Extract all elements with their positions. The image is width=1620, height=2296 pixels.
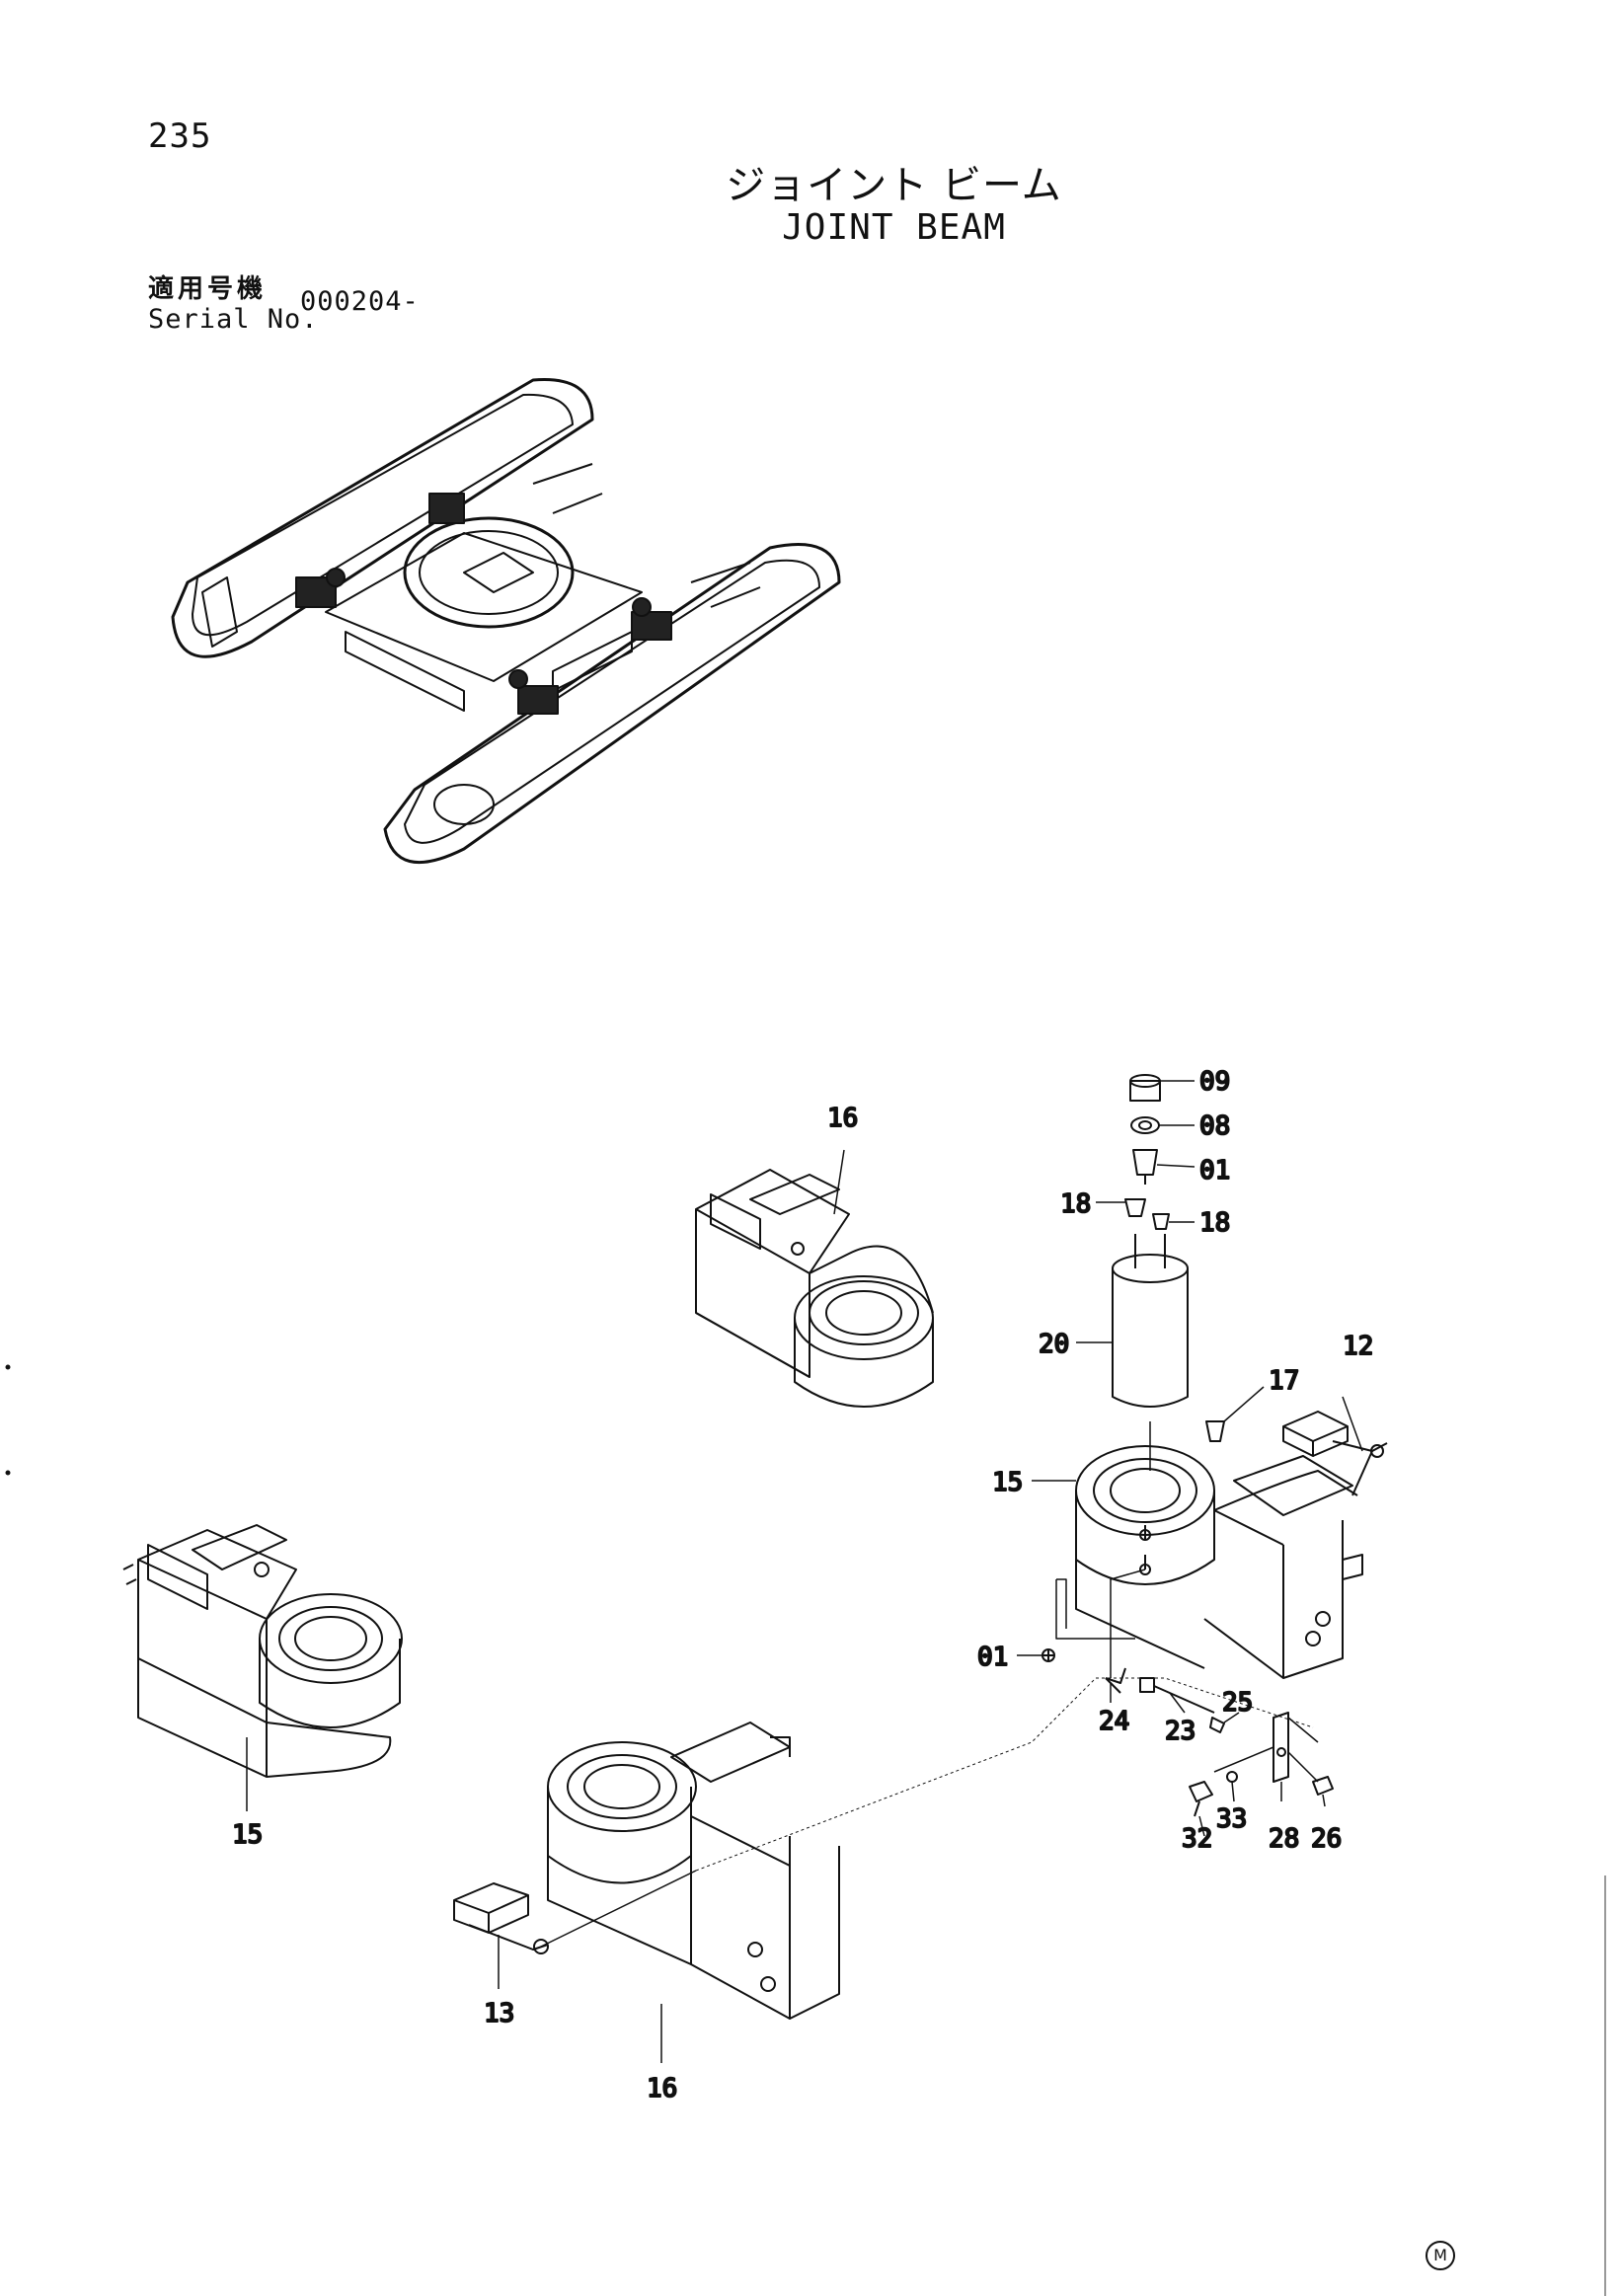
bracket-and-bolts bbox=[1189, 1712, 1334, 1817]
callout-01-top: 01 bbox=[1199, 1156, 1230, 1186]
callout-01-left: 01 bbox=[977, 1643, 1008, 1672]
joint-beam-16-upper bbox=[695, 1169, 934, 1408]
scan-edge-line bbox=[1604, 1875, 1606, 2296]
fittings-top bbox=[1124, 1074, 1225, 1442]
center-joint-20 bbox=[1112, 1234, 1189, 1471]
page-number: 235 bbox=[148, 116, 212, 156]
callout-25: 25 bbox=[1222, 1688, 1253, 1718]
callout-12: 12 bbox=[1343, 1332, 1373, 1361]
piping-parts bbox=[1041, 1569, 1225, 1733]
joint-beam-15-exploded bbox=[1055, 1445, 1363, 1679]
callout-17: 17 bbox=[1269, 1366, 1299, 1396]
joint-beam-16-lower bbox=[547, 1722, 840, 2020]
connection-line bbox=[695, 1677, 1097, 1872]
callout-08: 08 bbox=[1199, 1111, 1230, 1141]
circled-m-mark: M bbox=[1426, 2241, 1455, 2270]
callout-16-top: 16 bbox=[827, 1104, 858, 1133]
callout-13: 13 bbox=[484, 1999, 514, 2028]
callout-20: 20 bbox=[1039, 1330, 1069, 1359]
callout-32: 32 bbox=[1182, 1824, 1212, 1854]
callout-33: 33 bbox=[1216, 1804, 1247, 1834]
joint-beam-15-left bbox=[122, 1524, 403, 1778]
serial-label-japanese: 適用号機 bbox=[148, 274, 268, 304]
callout-16-bottom: 16 bbox=[647, 2074, 677, 2104]
callout-15-right: 15 bbox=[992, 1468, 1023, 1497]
callout-28: 28 bbox=[1269, 1824, 1299, 1854]
serial-number-range: 000204- bbox=[300, 286, 420, 317]
callout-18-left: 18 bbox=[1060, 1189, 1091, 1219]
leader-lines bbox=[246, 1080, 1363, 2063]
serial-label-english: Serial No. bbox=[148, 304, 319, 335]
callout-09: 09 bbox=[1199, 1067, 1230, 1097]
callout-18-right: 18 bbox=[1199, 1208, 1230, 1238]
callout-23: 23 bbox=[1165, 1717, 1196, 1746]
title-english: JOINT BEAM bbox=[782, 207, 1006, 248]
callout-15-left: 15 bbox=[232, 1820, 263, 1850]
part-12-lock-plate bbox=[1282, 1411, 1388, 1496]
undercarriage-overview bbox=[171, 378, 841, 865]
callout-26: 26 bbox=[1311, 1824, 1342, 1854]
title-japanese: ジョイント ビーム bbox=[726, 163, 1062, 208]
part-13-lock-plate bbox=[453, 1870, 697, 1954]
callout-24: 24 bbox=[1099, 1707, 1129, 1736]
